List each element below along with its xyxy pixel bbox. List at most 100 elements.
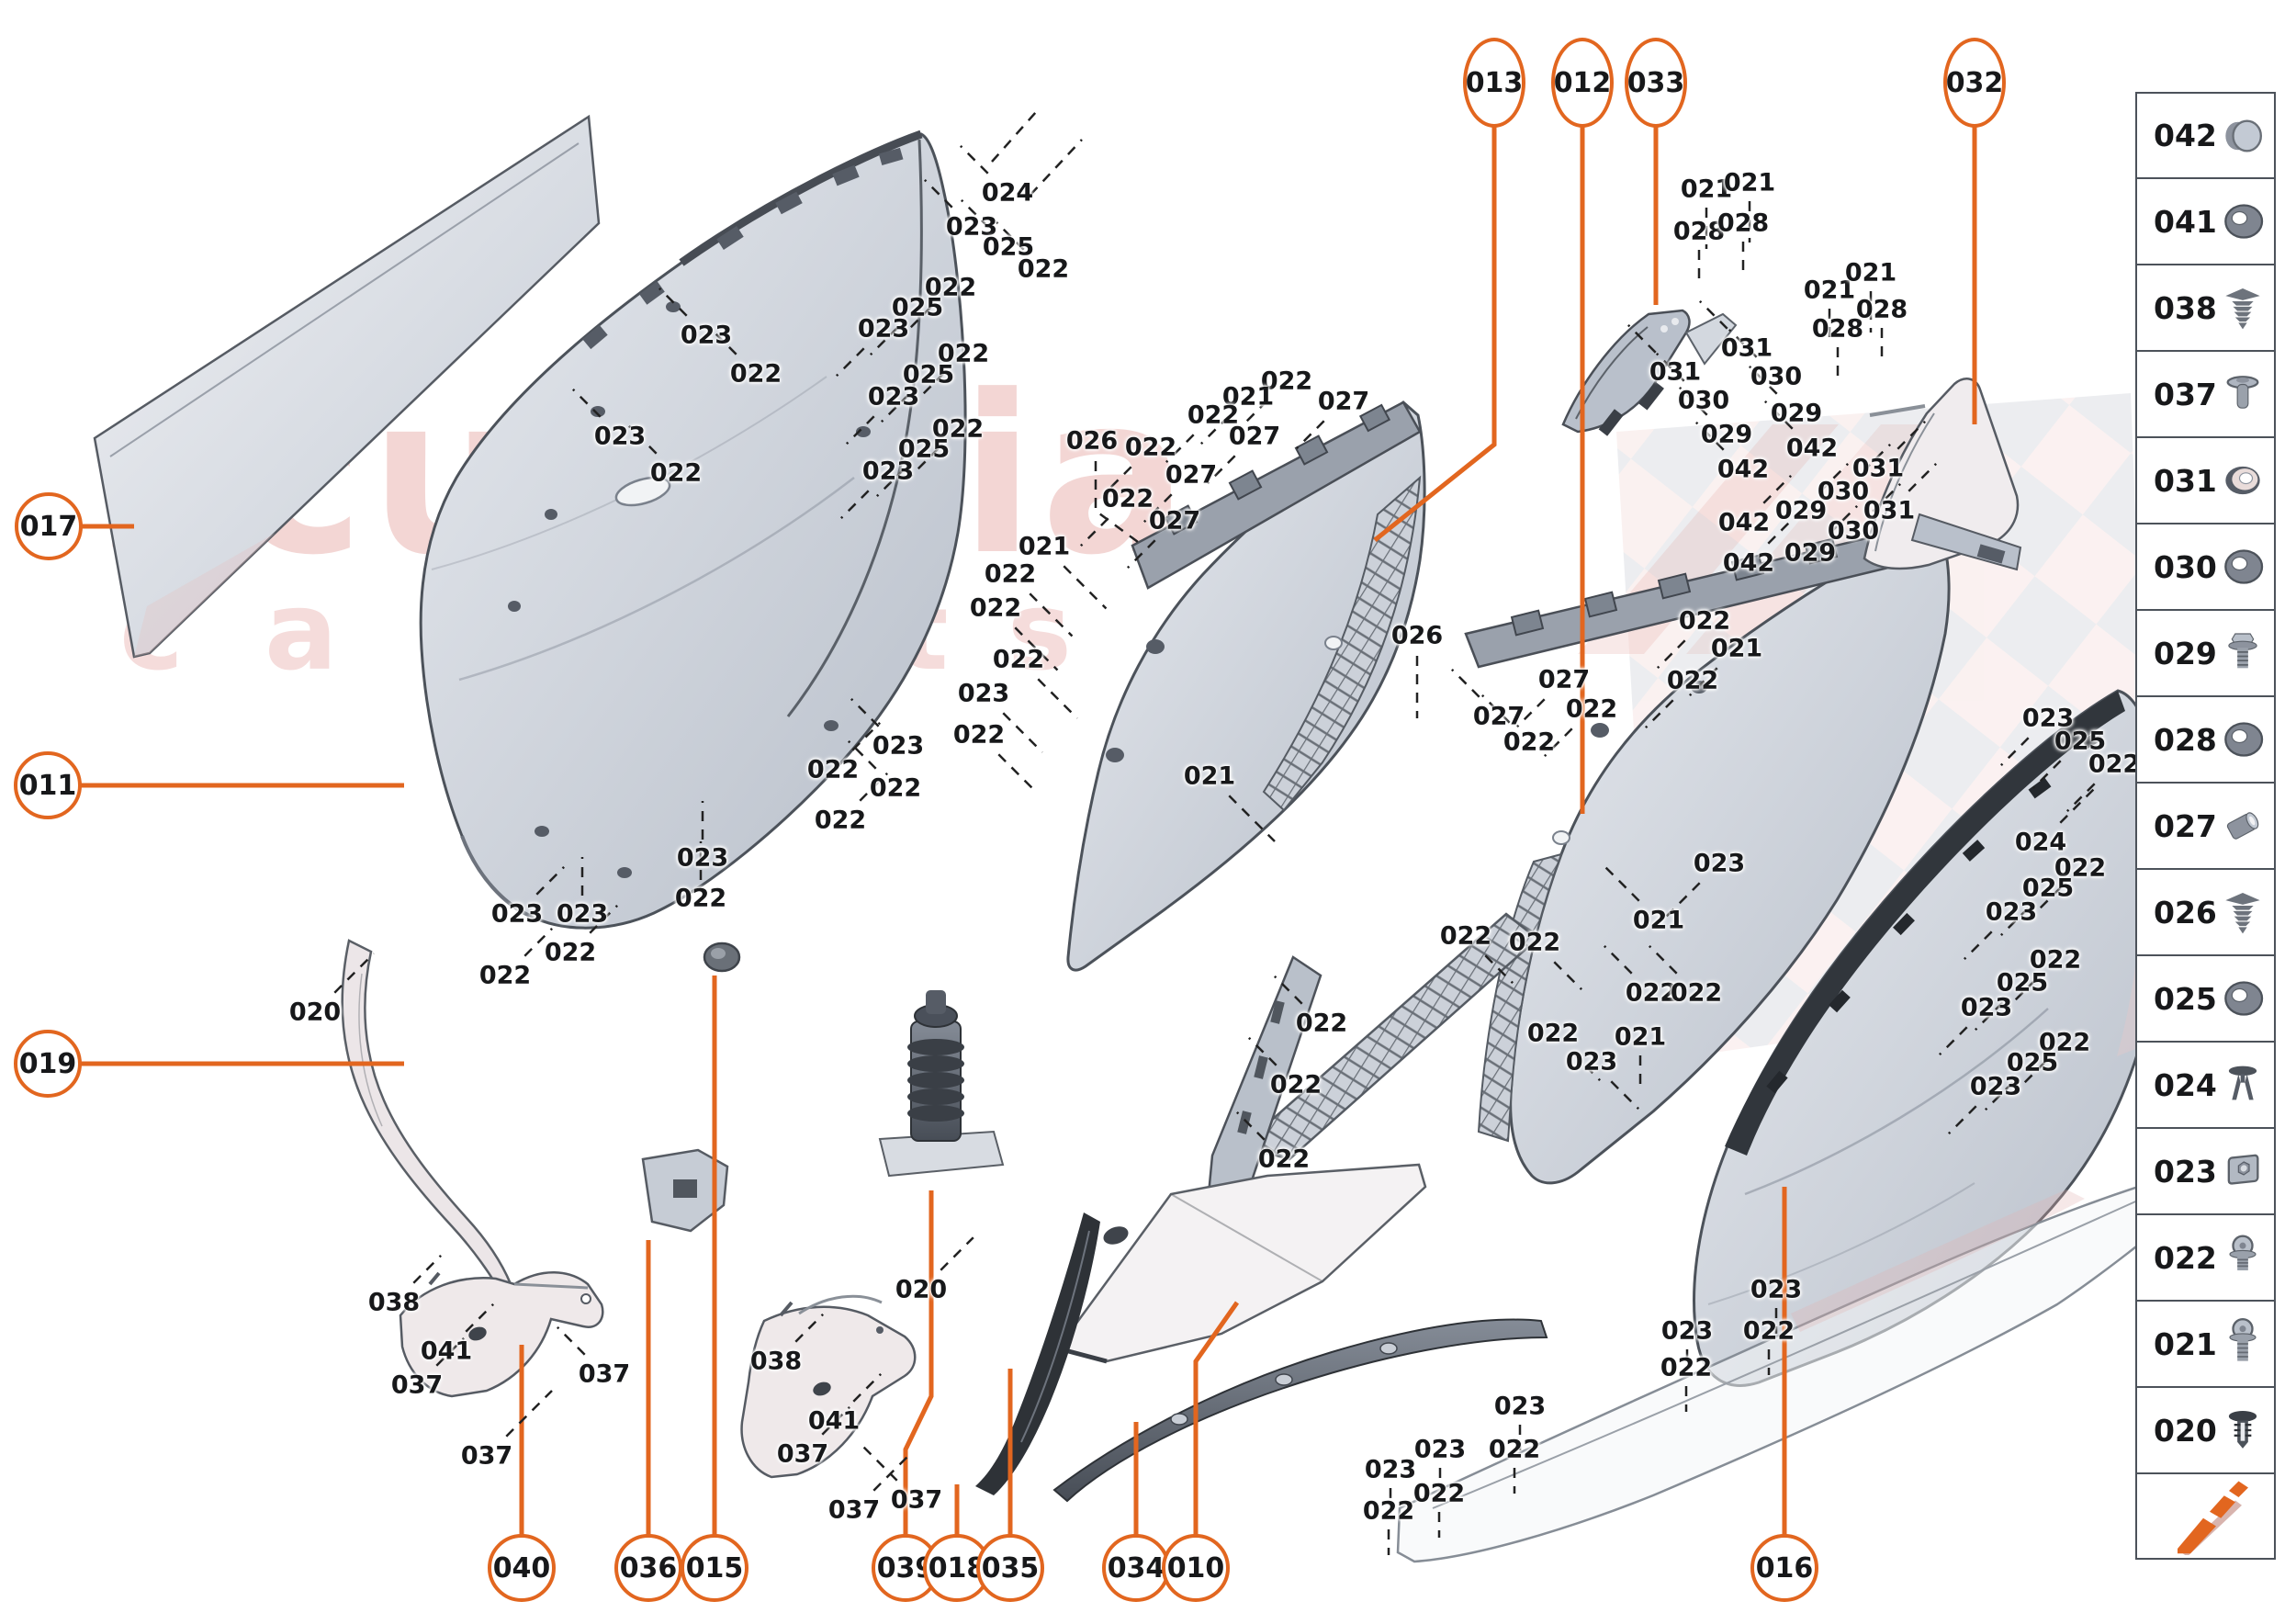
label-leader-dash bbox=[1603, 944, 1633, 975]
label-leader-dash bbox=[1165, 434, 1195, 464]
label-leader-dash bbox=[333, 953, 375, 994]
label-leader-dash bbox=[1762, 474, 1793, 504]
label-leader-dash bbox=[1698, 299, 1728, 330]
label-leader-dash bbox=[839, 490, 870, 520]
part-rocker-molding-034[interactable] bbox=[1052, 1318, 1548, 1503]
callout-040[interactable]: 040 bbox=[488, 1534, 556, 1602]
legend-item-number: 022 bbox=[2154, 1239, 2217, 1276]
label-leader-dash bbox=[465, 1303, 495, 1333]
legend-item-number: 021 bbox=[2154, 1325, 2217, 1362]
label-leader-dash bbox=[1678, 386, 1708, 416]
label-leader-dash bbox=[997, 753, 1036, 792]
fir-tree-clip-icon bbox=[2217, 886, 2268, 938]
legend-item-029[interactable]: 029 bbox=[2135, 610, 2276, 696]
label-leader-dash bbox=[556, 1325, 586, 1356]
label-leader-dash bbox=[505, 1390, 553, 1438]
part-clip-bracket-036[interactable] bbox=[641, 1148, 729, 1233]
callout-leader-line bbox=[1373, 124, 1497, 542]
label-leader-dash bbox=[1763, 400, 1794, 430]
label-leader-dash bbox=[1819, 462, 1850, 492]
legend-item-number: 029 bbox=[2154, 635, 2217, 671]
legend-item-number: 025 bbox=[2154, 980, 2217, 1017]
callout-012[interactable]: 012 bbox=[1551, 38, 1614, 128]
label-leader-dash bbox=[845, 415, 875, 445]
label-leader-dash bbox=[658, 287, 688, 317]
legend-item-037[interactable]: 037 bbox=[2135, 351, 2276, 437]
label-leader-dash bbox=[1974, 1001, 2004, 1032]
legend-item-030[interactable]: 030 bbox=[2135, 524, 2276, 610]
legend-item-027[interactable]: 027 bbox=[2135, 783, 2276, 869]
label-leader-dash bbox=[2032, 760, 2062, 790]
part-sill-extension-035[interactable] bbox=[1055, 1163, 1427, 1364]
callout-leader-line bbox=[1193, 1301, 1240, 1538]
label-leader-dash bbox=[1238, 400, 1268, 430]
legend-item-number: 042 bbox=[2154, 118, 2217, 153]
label-leader-dash bbox=[1228, 795, 1276, 842]
label-leader-dash bbox=[880, 393, 910, 423]
part-front-fender-011[interactable] bbox=[419, 130, 967, 930]
label-leader-dash bbox=[535, 865, 566, 896]
label-leader-dash bbox=[2065, 783, 2096, 813]
callout-016[interactable]: 016 bbox=[1750, 1534, 1818, 1602]
part-splash-shield-lattice[interactable] bbox=[1239, 912, 1539, 1161]
label-leader-dash bbox=[1553, 961, 1583, 991]
washer-icon bbox=[2217, 714, 2268, 765]
label-leader-dash bbox=[1063, 565, 1108, 610]
label-leader-dash bbox=[991, 111, 1037, 163]
washer-icon bbox=[2217, 196, 2268, 247]
label-leader-dash bbox=[875, 468, 906, 498]
label-leader-dash bbox=[1908, 462, 1938, 492]
part-mirror-triangle-032[interactable] bbox=[1863, 378, 2022, 571]
label-leader-dash bbox=[1030, 139, 1083, 196]
legend-item-020[interactable]: 020 bbox=[2135, 1387, 2276, 1473]
callout-035[interactable]: 035 bbox=[976, 1534, 1044, 1602]
trim-clip-icon bbox=[2217, 1404, 2268, 1456]
label-leader-dash bbox=[707, 325, 737, 355]
callout-017[interactable]: 017 bbox=[15, 492, 83, 560]
callout-011[interactable]: 011 bbox=[14, 751, 82, 819]
label-leader-dash bbox=[1656, 639, 1686, 670]
part-inner-fender-rear-012[interactable] bbox=[1464, 520, 1951, 1185]
legend-item-025[interactable]: 025 bbox=[2135, 955, 2276, 1042]
part-buffer-strut-039[interactable] bbox=[878, 990, 1005, 1178]
label-leader-dash bbox=[1748, 365, 1778, 395]
legend-item-031[interactable]: 031 bbox=[2135, 437, 2276, 524]
callout-033[interactable]: 033 bbox=[1625, 38, 1687, 128]
callout-034[interactable]: 034 bbox=[1102, 1534, 1170, 1602]
legend-item-023[interactable]: 023 bbox=[2135, 1128, 2276, 1214]
label-leader-dash bbox=[1126, 539, 1156, 570]
part-protective-sheet-017[interactable] bbox=[93, 114, 601, 659]
callout-010[interactable]: 010 bbox=[1162, 1534, 1230, 1602]
legend-item-022[interactable]: 022 bbox=[2135, 1214, 2276, 1301]
grommet-icon bbox=[2217, 455, 2268, 506]
label-leader-dash bbox=[1002, 712, 1043, 753]
label-leader-dash bbox=[1014, 626, 1059, 671]
legend-item-041[interactable]: 041 bbox=[2135, 178, 2276, 265]
legend-item-024[interactable]: 024 bbox=[2135, 1042, 2276, 1128]
label-leader-dash bbox=[412, 1254, 443, 1284]
legend-item-026[interactable]: 026 bbox=[2135, 869, 2276, 955]
part-bracket-040[interactable] bbox=[399, 1271, 604, 1398]
label-leader-dash bbox=[1648, 944, 1678, 975]
legend-item-number: 026 bbox=[2154, 894, 2217, 930]
legend-item-038[interactable]: 038 bbox=[2135, 265, 2276, 351]
legend-item-028[interactable]: 028 bbox=[2135, 696, 2276, 783]
callout-019[interactable]: 019 bbox=[14, 1030, 82, 1098]
callout-032[interactable]: 032 bbox=[1943, 38, 2006, 128]
label-leader-dash bbox=[523, 927, 554, 957]
part-grommet-cap-015[interactable] bbox=[703, 942, 741, 973]
callout-036[interactable]: 036 bbox=[614, 1534, 682, 1602]
part-inner-fender-front-013[interactable] bbox=[1066, 400, 1426, 972]
legend-item-042[interactable]: 042 bbox=[2135, 92, 2276, 178]
washer-icon bbox=[2217, 541, 2268, 592]
callout-018[interactable]: 018 bbox=[923, 1534, 991, 1602]
part-bracket-right[interactable] bbox=[740, 1294, 917, 1479]
spacer-sleeve-icon bbox=[2217, 800, 2268, 851]
label-leader-dash bbox=[995, 220, 1025, 251]
part-arch-trim-018[interactable] bbox=[975, 1212, 1100, 1495]
label-leader-dash bbox=[1728, 328, 1758, 358]
legend-item-021[interactable]: 021 bbox=[2135, 1301, 2276, 1387]
callout-015[interactable]: 015 bbox=[681, 1534, 748, 1602]
label-leader-dash bbox=[1999, 907, 2030, 937]
callout-013[interactable]: 013 bbox=[1463, 38, 1525, 128]
